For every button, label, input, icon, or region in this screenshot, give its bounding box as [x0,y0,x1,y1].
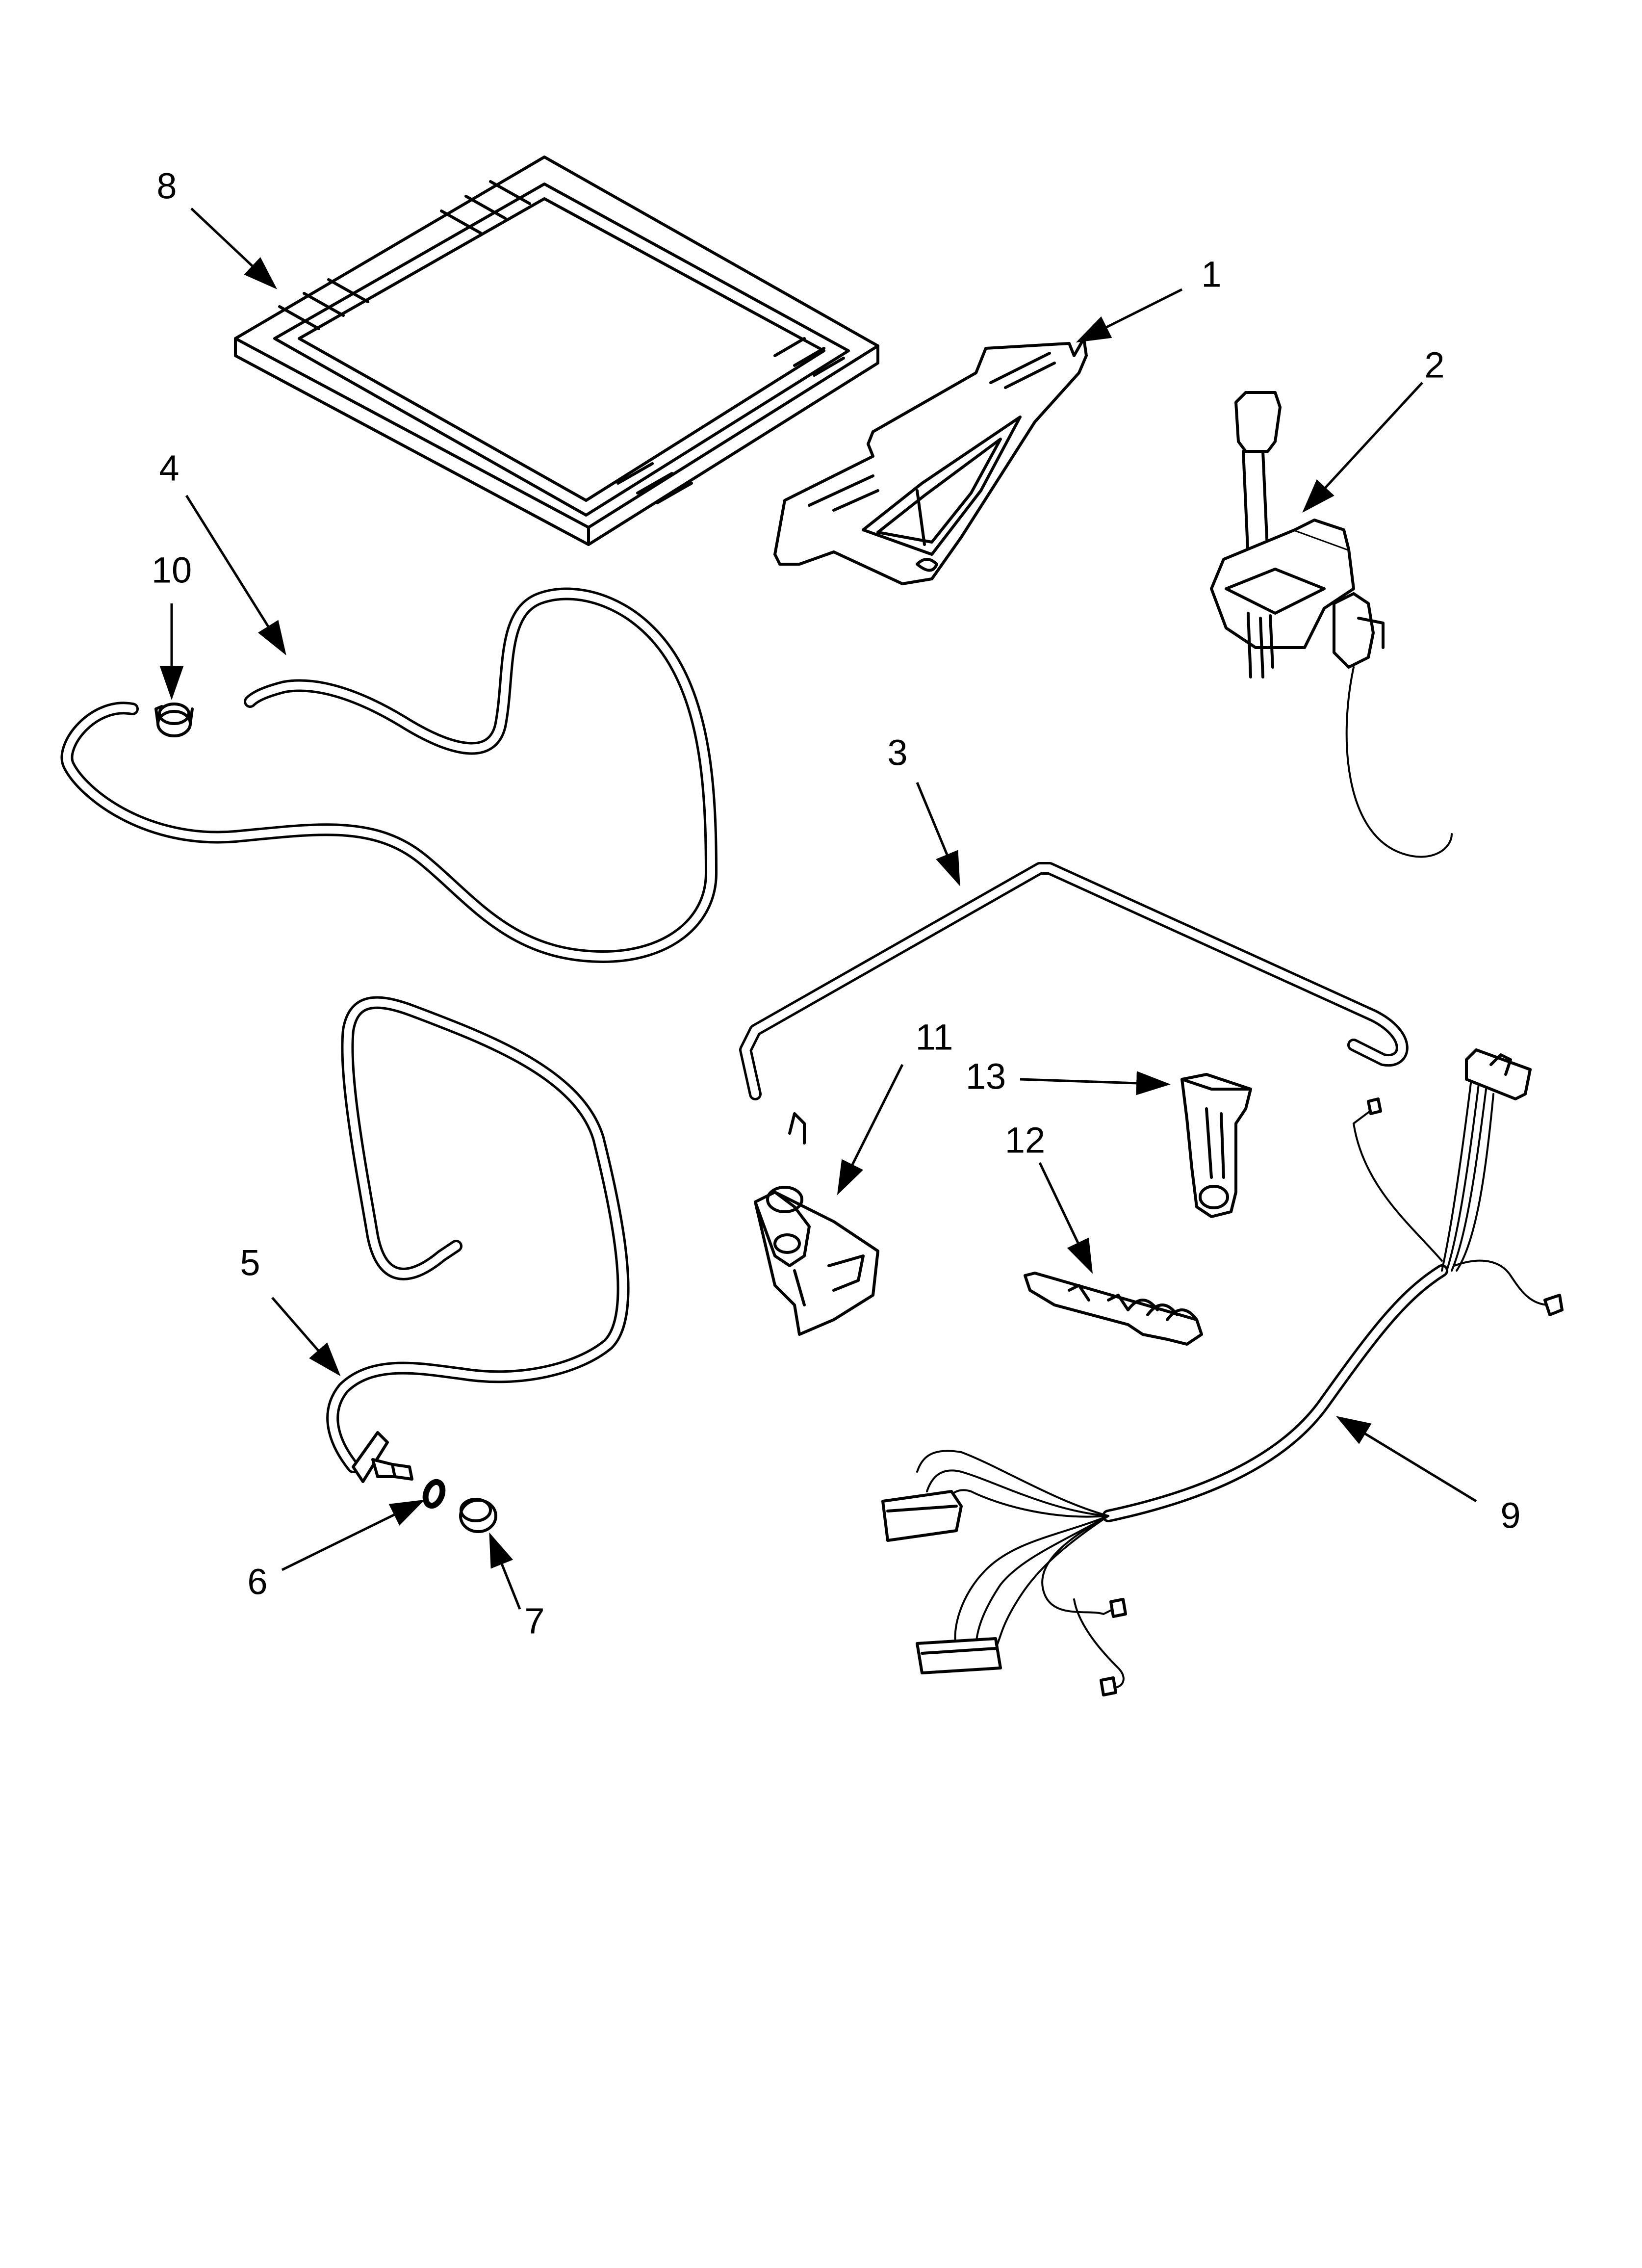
part-2-latch-switch [1210,391,1453,858]
leader-11 [837,1064,904,1196]
leader-1 [1076,288,1183,343]
callout-1: 1 [1201,254,1221,295]
part-10-clamp [154,703,194,737]
part-6-oring [422,1479,446,1509]
part-5-hose [326,996,630,1483]
part-1-bracket [773,337,1088,585]
leader-12 [1038,1162,1093,1274]
part-4-hose [60,587,718,963]
callout-6: 6 [247,1562,267,1602]
callout-labels: 8 1 2 4 10 3 11 13 12 5 6 7 9 [152,166,1521,1642]
leader-9 [1336,1416,1477,1503]
callout-7: 7 [524,1601,544,1642]
callout-13: 13 [966,1056,1006,1097]
callout-8: 8 [156,166,177,207]
callout-2: 2 [1424,345,1444,386]
callout-11: 11 [916,1017,953,1058]
part-12-wire-clip [1024,1272,1203,1346]
leader-8 [190,208,278,289]
leader-13 [1020,1071,1171,1095]
leader-lines [159,208,1477,1610]
part-7-cap [459,1498,497,1533]
leader-5 [271,1297,341,1377]
callout-12: 12 [1005,1120,1045,1161]
part-9-wire-harness [881,1048,1564,1696]
leader-6 [281,1499,425,1571]
callout-4: 4 [159,448,179,489]
leader-2 [1302,382,1423,513]
callout-10: 10 [152,550,192,591]
leader-3 [916,782,960,886]
callout-3: 3 [887,732,907,773]
callout-9: 9 [1500,1495,1520,1536]
leader-7 [489,1532,521,1610]
part-8-panel [234,156,879,546]
part-13-clip [1180,1073,1252,1218]
part-11-holder [754,1112,879,1336]
callout-5: 5 [240,1243,260,1283]
part-3-rod [739,862,1409,1100]
leader-4 [185,495,286,655]
